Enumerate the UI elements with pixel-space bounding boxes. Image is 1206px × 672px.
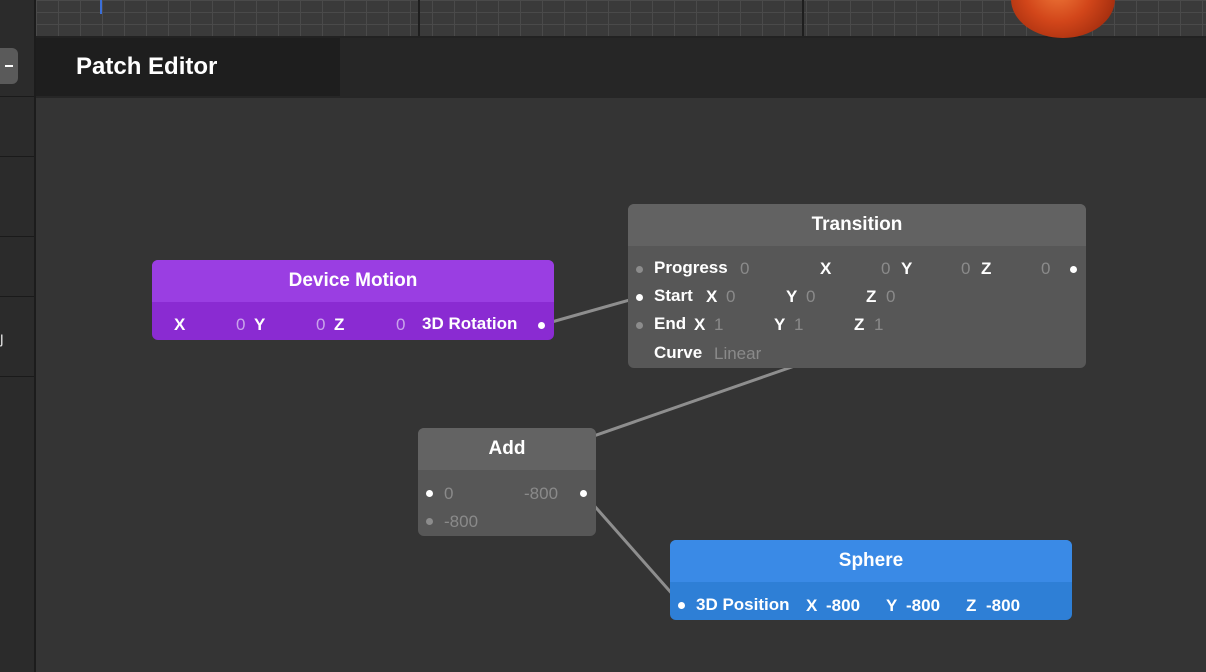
sphere-position-port[interactable] xyxy=(678,602,685,609)
sphere-z-value[interactable]: -800 xyxy=(986,596,1021,615)
transition-progress-value[interactable]: 0 xyxy=(740,259,750,278)
transition-end-label: End xyxy=(654,314,687,333)
transition-output-x-label: X xyxy=(820,259,832,278)
add-input2-value[interactable]: -800 xyxy=(444,512,479,531)
transition-start-z-label: Z xyxy=(866,287,877,306)
transition-end-z-label: Z xyxy=(854,315,865,334)
patch-editor-title: Patch Editor xyxy=(76,53,218,80)
transition-patch[interactable]: Transition Progress 0 X 0 Y 0 Z 0 Start … xyxy=(628,204,1086,368)
transition-start-x-value[interactable]: 0 xyxy=(726,287,736,306)
transition-output-y-label: Y xyxy=(901,259,913,278)
transition-end-port[interactable] xyxy=(636,322,643,329)
axis-marker xyxy=(100,0,102,14)
transition-start-y-value[interactable]: 0 xyxy=(806,287,816,306)
device-motion-output-label: 3D Rotation xyxy=(422,314,518,333)
add-output-port[interactable] xyxy=(580,490,587,497)
transition-start-x-label: X xyxy=(706,287,718,306)
add-title: Add xyxy=(418,428,596,470)
device-motion-output-port[interactable] xyxy=(538,322,545,329)
transition-end-y-label: Y xyxy=(774,315,786,334)
transition-title: Transition xyxy=(628,204,1086,246)
device-motion-patch[interactable]: Device Motion X 0 Y 0 Z 0 3D Rotation xyxy=(152,260,554,340)
sphere-x-label: X xyxy=(806,596,818,615)
transition-progress-port[interactable] xyxy=(636,266,643,273)
sphere-patch[interactable]: Sphere 3D Position X -800 Y -800 Z -800 xyxy=(670,540,1072,620)
transition-output-y-value: 0 xyxy=(961,259,971,278)
transition-start-z-value[interactable]: 0 xyxy=(886,287,896,306)
transition-progress-label: Progress xyxy=(654,258,728,277)
device-motion-title: Device Motion xyxy=(152,260,554,302)
minus-icon xyxy=(5,65,13,67)
patch-editor-tab[interactable] xyxy=(36,38,340,96)
transition-curve-value[interactable]: Linear xyxy=(714,344,762,363)
transition-end-x-label: X xyxy=(694,315,706,334)
sphere-x-value[interactable]: -800 xyxy=(826,596,861,615)
device-motion-x-label: X xyxy=(174,315,186,334)
add-input1-port[interactable] xyxy=(426,490,433,497)
device-motion-z-label: Z xyxy=(334,315,345,334)
sphere-preview[interactable] xyxy=(1011,0,1115,38)
transition-start-y-label: Y xyxy=(786,287,798,306)
transition-end-x-value[interactable]: 1 xyxy=(714,315,724,334)
collapse-button[interactable] xyxy=(0,48,18,84)
sphere-title: Sphere xyxy=(670,540,1072,582)
device-motion-y-label: Y xyxy=(254,315,266,334)
add-patch[interactable]: Add 0 -800 -800 xyxy=(418,428,596,536)
transition-output-port[interactable] xyxy=(1070,266,1077,273)
device-motion-y-value[interactable]: 0 xyxy=(316,315,326,334)
sphere-z-label: Z xyxy=(966,596,977,615)
left-panel xyxy=(0,0,36,672)
transition-start-label: Start xyxy=(654,286,693,305)
add-output-value: -800 xyxy=(524,484,559,503)
sphere-y-label: Y xyxy=(886,596,898,615)
add-input2-port[interactable] xyxy=(426,518,433,525)
transition-output-z-value: 0 xyxy=(1041,259,1051,278)
transition-end-z-value[interactable]: 1 xyxy=(874,315,884,334)
transition-start-port[interactable] xyxy=(636,294,643,301)
transition-end-y-value[interactable]: 1 xyxy=(794,315,804,334)
left-panel-glyph: ȷ xyxy=(0,330,4,347)
transition-curve-label: Curve xyxy=(654,343,703,362)
device-motion-x-value[interactable]: 0 xyxy=(236,315,246,334)
transition-output-z-label: Z xyxy=(981,259,992,278)
device-motion-z-value[interactable]: 0 xyxy=(396,315,406,334)
sphere-position-label: 3D Position xyxy=(696,595,790,614)
sphere-y-value[interactable]: -800 xyxy=(906,596,941,615)
scene-viewport[interactable] xyxy=(36,0,1206,38)
add-input1-value[interactable]: 0 xyxy=(444,484,454,503)
transition-output-x-value: 0 xyxy=(881,259,891,278)
